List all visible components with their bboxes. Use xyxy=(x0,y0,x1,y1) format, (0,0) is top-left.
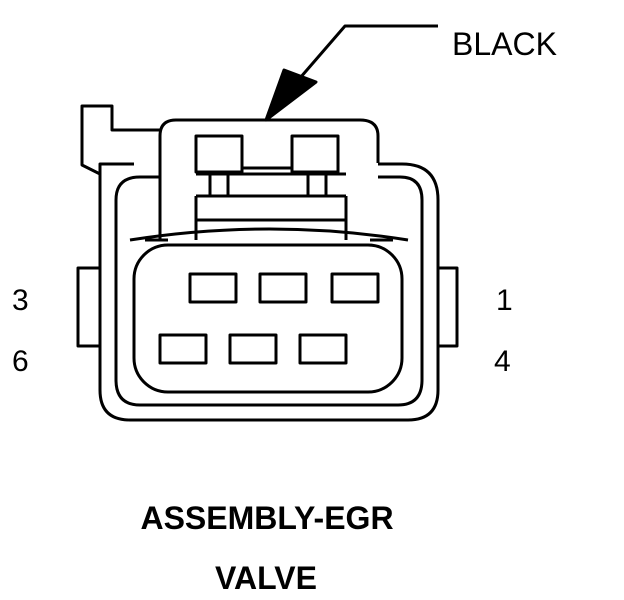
connector-outer-shell xyxy=(98,162,440,422)
pin-cavity-block xyxy=(132,243,404,394)
latch-window-right xyxy=(290,134,340,174)
wire-color-label: BLACK xyxy=(452,26,557,62)
title-line-1: ASSEMBLY-EGR xyxy=(140,500,394,536)
title-line-2: VALVE xyxy=(215,560,317,596)
inner-shelf xyxy=(129,227,409,242)
latch-window-left xyxy=(194,134,244,174)
pin-cavity-6 xyxy=(158,333,208,365)
pin-label-4: 4 xyxy=(494,345,511,378)
pin-label-6: 6 xyxy=(12,345,29,378)
latch-housing xyxy=(158,118,380,240)
leader-line xyxy=(298,24,438,79)
locking-tab xyxy=(80,104,160,176)
pin-label-1: 1 xyxy=(496,284,513,317)
pointer-arrow xyxy=(264,68,318,122)
pin-cavity-2 xyxy=(258,272,308,304)
side-rib-right xyxy=(438,266,459,348)
connector-inner-shell xyxy=(114,175,424,407)
pin-label-3: 3 xyxy=(12,284,29,317)
side-rib-left xyxy=(76,266,100,348)
pin-cavity-5 xyxy=(228,333,278,365)
pin-cavity-4 xyxy=(298,333,348,365)
pin-cavity-3 xyxy=(188,272,238,304)
pin-cavity-1 xyxy=(330,272,380,304)
